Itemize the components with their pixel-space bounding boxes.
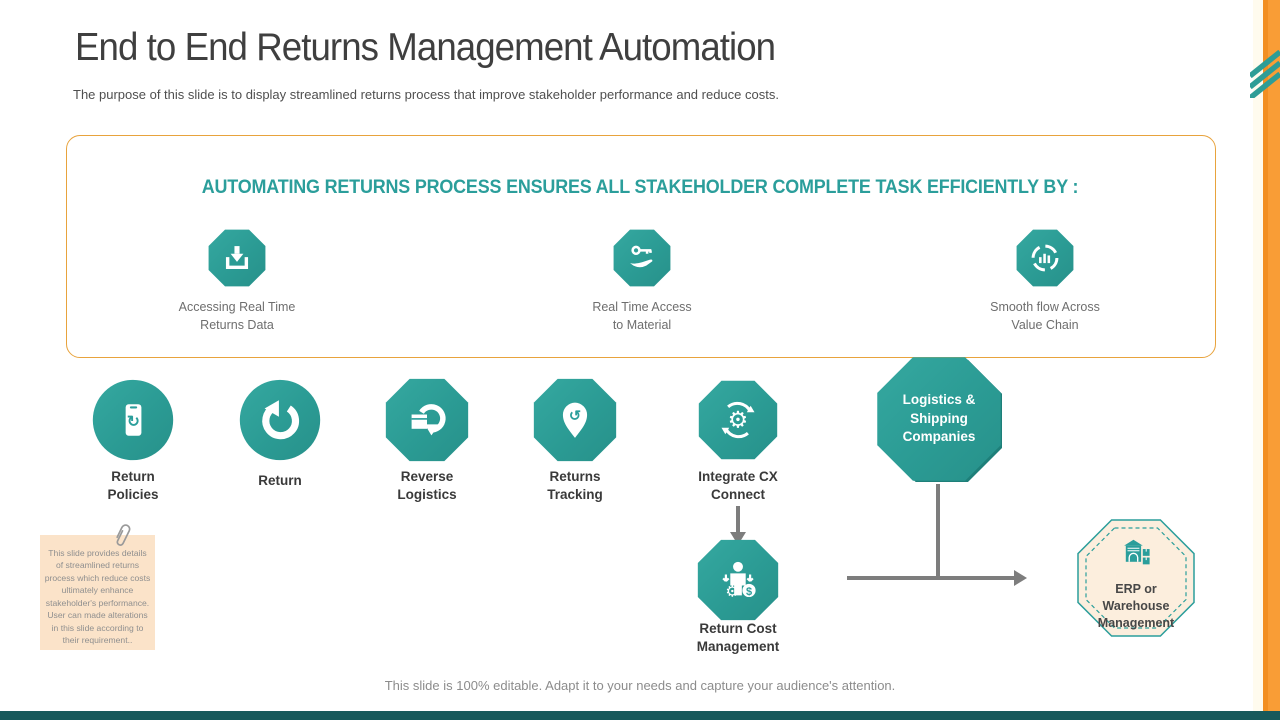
box-caption-1: Accessing Real Time Returns Data	[178, 300, 296, 332]
circle-return-policies: ↻	[92, 379, 174, 461]
undo-arrow-icon	[258, 398, 302, 442]
erp-node-label: ERP or Warehouse Management	[1097, 582, 1175, 630]
octagon-returns-tracking: ↺	[533, 378, 617, 462]
diagonal-lines-decoration	[1248, 40, 1280, 103]
sticky-note-text: This slide provides details of streamlin…	[44, 548, 151, 646]
step-label-returns-tracking: Returns Tracking	[547, 469, 603, 502]
octagon-value-chain	[1016, 229, 1074, 287]
connector-horizontal	[847, 576, 1015, 580]
octagon-reverse-logistics	[385, 378, 469, 462]
logistics-node-label: Logistics & Shipping Companies	[902, 391, 976, 445]
value-chain-icon	[1028, 241, 1062, 275]
person-cost-icon: ⚙ $	[716, 558, 760, 602]
right-stripe-orange-thin	[1263, 0, 1268, 720]
connector-right-arrowhead	[1014, 570, 1027, 586]
right-stripe-orange	[1268, 0, 1280, 720]
gear-sync-icon: ⚙	[716, 398, 760, 442]
svg-text:↻: ↻	[127, 413, 140, 430]
step-label-return: Return	[258, 473, 302, 488]
sticky-note: This slide provides details of streamlin…	[40, 535, 155, 650]
svg-text:$: $	[746, 586, 752, 598]
warehouse-icon	[1119, 538, 1153, 572]
step-label-reverse-logistics: Reverse Logistics	[397, 469, 457, 502]
octagon-return-cost: ⚙ $	[697, 539, 779, 621]
page-title: End to End Returns Management Automation	[75, 26, 776, 69]
octagon-integrate-cx: ⚙	[698, 380, 778, 460]
phone-refresh-icon: ↻	[112, 399, 154, 441]
svg-text:⚙: ⚙	[728, 407, 749, 433]
box-return-icon	[405, 398, 449, 442]
svg-text:↺: ↺	[569, 409, 581, 425]
connector-down-line	[736, 506, 740, 532]
step-label-integrate-cx: Integrate CX Connect	[698, 469, 778, 502]
circle-return	[239, 379, 321, 461]
octagon-access-material	[613, 229, 671, 287]
right-stripe-cream	[1253, 0, 1263, 720]
box-caption-3: Smooth flow Across Value Chain	[990, 300, 1100, 332]
octagon-erp-warehouse: ERP or Warehouse Management	[1077, 519, 1195, 637]
bottom-accent-bar	[0, 711, 1280, 720]
download-tray-icon	[220, 241, 254, 275]
slide-subtitle: The purpose of this slide is to display …	[73, 87, 779, 102]
octagon-logistics-shipping: Logistics & Shipping Companies	[876, 356, 1002, 482]
automation-box-heading: AUTOMATING RETURNS PROCESS ENSURES ALL S…	[201, 176, 1079, 198]
location-pin-return-icon: ↺	[554, 399, 596, 441]
paperclip-icon	[107, 520, 136, 557]
hand-key-icon	[625, 241, 659, 275]
octagon-accessing-returns-data	[208, 229, 266, 287]
box-caption-2: Real Time Access to Material	[592, 300, 692, 332]
step-label-return-cost: Return Cost Management	[696, 621, 780, 654]
footer-note: This slide is 100% editable. Adapt it to…	[384, 678, 896, 693]
step-label-return-policies: Return Policies	[107, 469, 159, 502]
connector-logistics-vertical	[936, 484, 940, 579]
svg-text:⚙: ⚙	[725, 584, 739, 601]
